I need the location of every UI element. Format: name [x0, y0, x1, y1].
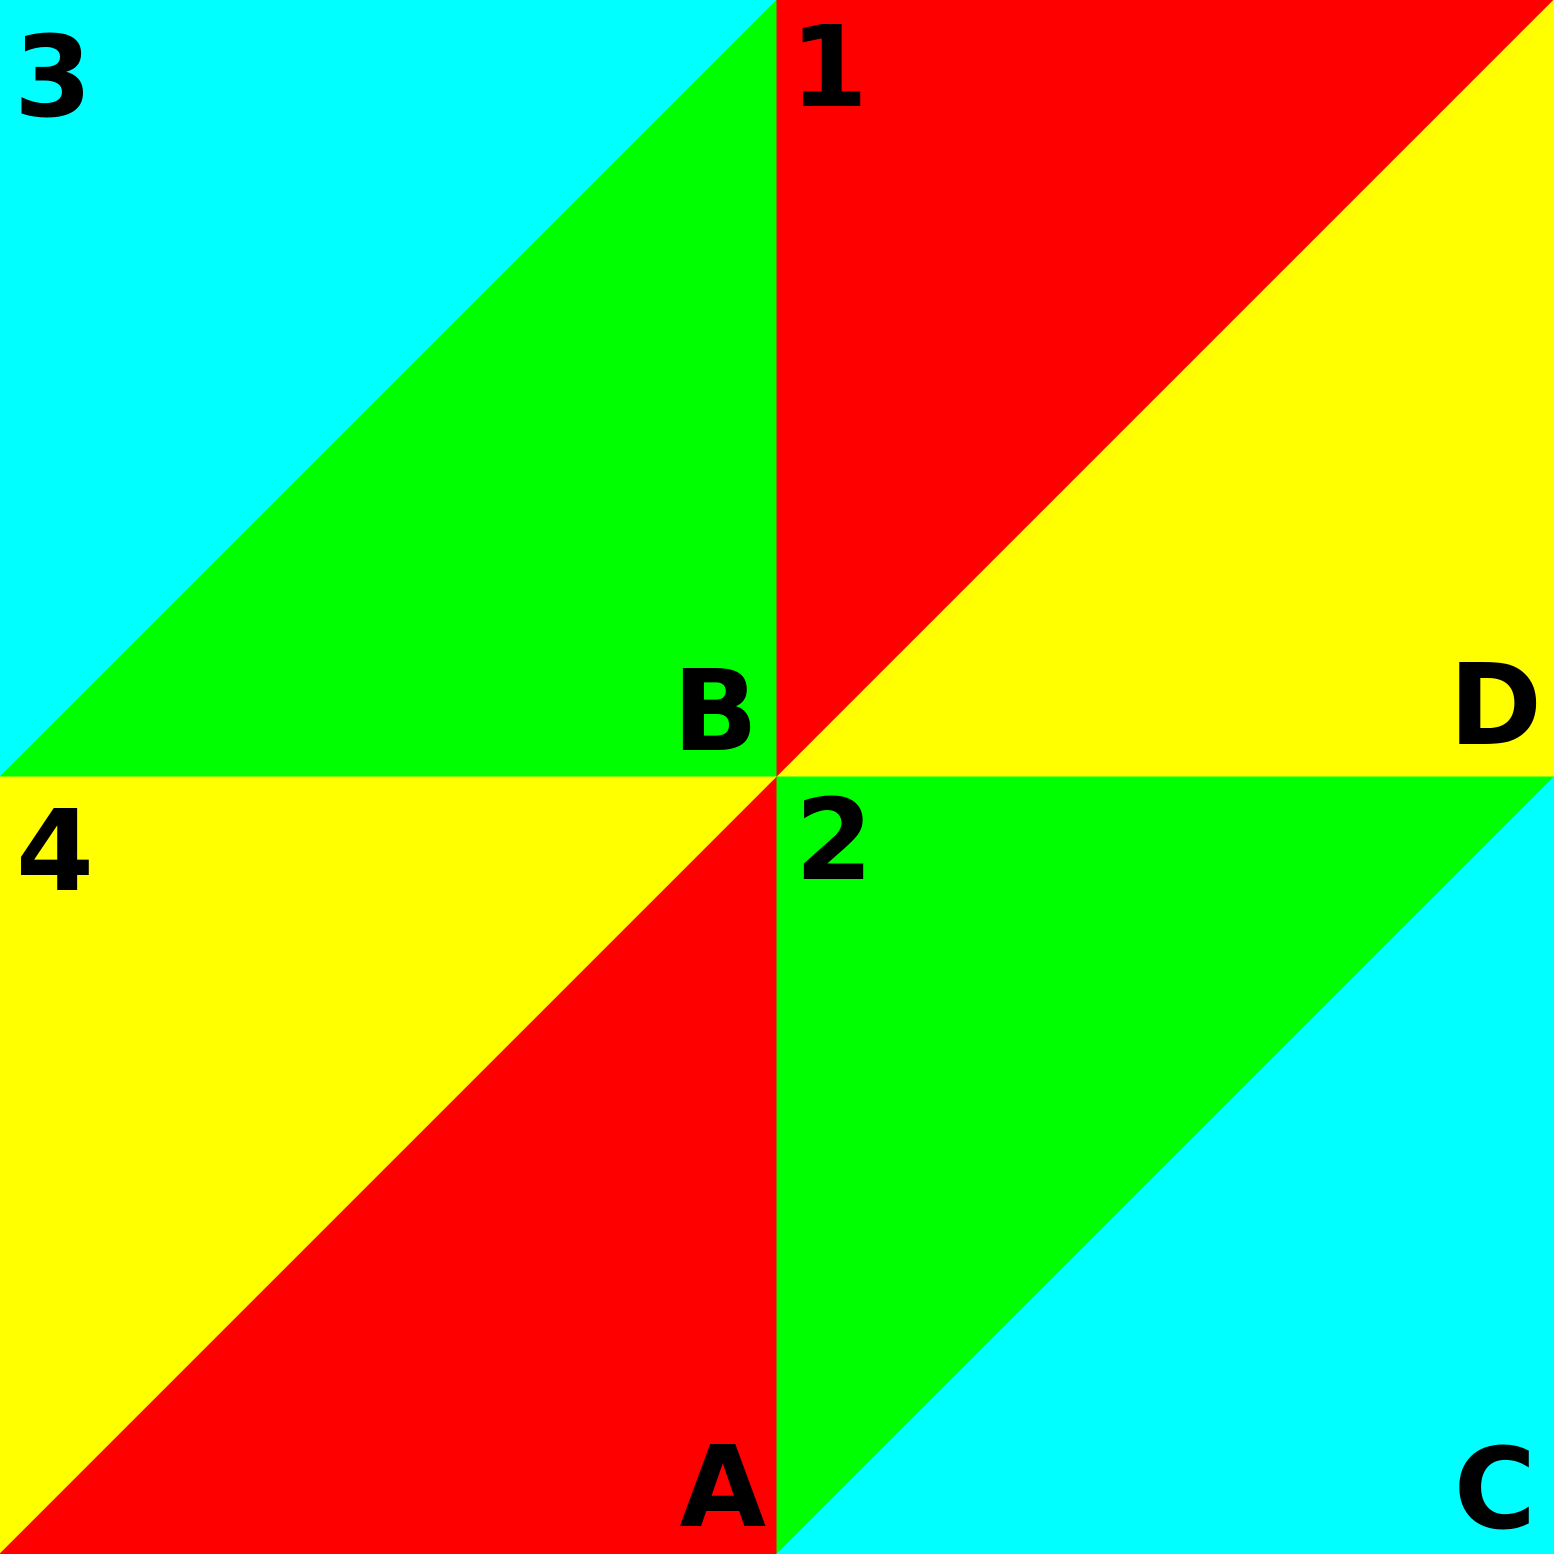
- quadrant-number-top-right: 1: [790, 3, 868, 133]
- quadrant-number-top-left: 3: [14, 13, 92, 143]
- corner-letter-bottom-left: A: [679, 1423, 766, 1553]
- corner-letter-top-left: B: [672, 647, 758, 777]
- quadrant-number-bottom-left: 4: [16, 787, 94, 917]
- corner-letter-bottom-right: C: [1453, 1425, 1536, 1554]
- bottom-right-lower-triangle: [776, 776, 1554, 1554]
- corner-letter-top-right: D: [1449, 641, 1542, 771]
- quadrant-number-bottom-right: 2: [795, 776, 873, 906]
